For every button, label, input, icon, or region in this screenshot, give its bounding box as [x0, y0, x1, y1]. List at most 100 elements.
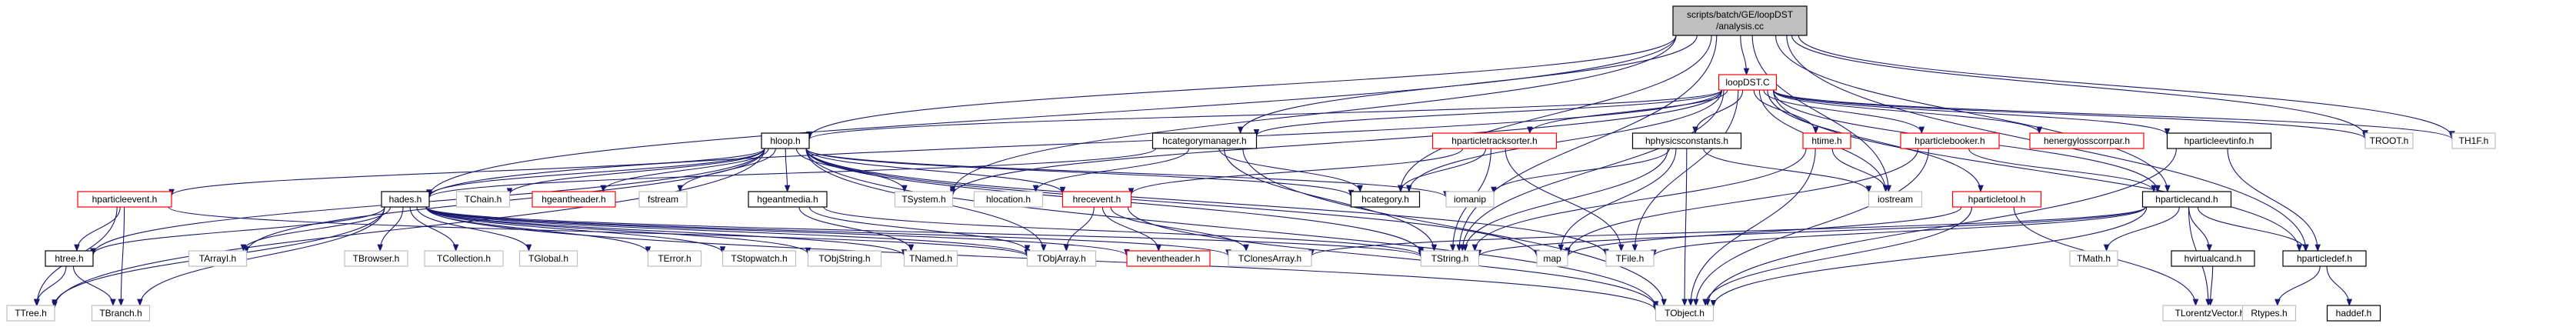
- node-tobject-h: TObject.h: [1655, 305, 1715, 322]
- edge-hades-h-to-tstopwatch-h: [425, 206, 726, 254]
- node-label: TROOT.h: [2370, 135, 2409, 146]
- edge-arrowhead: [1063, 244, 1070, 252]
- node-label: TFile.h: [1616, 253, 1645, 264]
- node-label: TStopwatch.h: [731, 253, 787, 264]
- node-label: map: [1543, 253, 1561, 264]
- node-hloop-h[interactable]: hloop.h: [761, 132, 810, 149]
- node-htree-h[interactable]: htree.h: [45, 250, 94, 267]
- node-hgeantheader-h[interactable]: hgeantheader.h: [532, 191, 616, 208]
- node-heventheader-h[interactable]: heventheader.h: [1126, 250, 1211, 267]
- node-hades-h[interactable]: hades.h: [381, 191, 430, 208]
- edge-hparticledef-h-to-haddef-h: [2326, 265, 2353, 307]
- edge-loopdst-c-to-th1f-h: [1772, 89, 2455, 141]
- node-box: [518, 250, 578, 267]
- node-hgeantmedia-h[interactable]: hgeantmedia.h: [748, 191, 828, 208]
- edge-line: [1130, 148, 1464, 195]
- edge-arrowhead: [1032, 185, 1039, 193]
- node-haddef-h[interactable]: haddef.h: [2326, 305, 2381, 322]
- edge-hparticletracksorter-h-to-tfile-h: [1505, 148, 1625, 252]
- edge-line: [1703, 148, 1870, 193]
- node-box: [721, 250, 797, 267]
- edge-arrowhead: [1491, 186, 1497, 195]
- edge-line: [1705, 206, 1973, 306]
- edge-arrowhead: [2274, 299, 2281, 307]
- node-tbranch-h: TBranch.h: [91, 305, 151, 322]
- node-troot-h: TROOT.h: [2364, 132, 2414, 149]
- edge-line: [1695, 148, 1929, 306]
- edge-hparticleevtinfo-h-to-hparticledef-h: [2227, 148, 2321, 252]
- edge-arrowhead: [1812, 126, 1819, 135]
- node-hphysicsconstants-h[interactable]: hphysicsconstants.h: [1631, 132, 1742, 149]
- node-analysis[interactable]: scripts/batch/GE/loopDST/analysis.cc: [1672, 5, 1808, 36]
- edge-arrowhead: [901, 185, 908, 193]
- node-hvirtualcand-h[interactable]: hvirtualcand.h: [2171, 250, 2255, 267]
- edge-line: [2227, 148, 2318, 252]
- node-label: hparticleevent.h: [92, 194, 158, 205]
- edge-line: [1763, 89, 1922, 134]
- edge-hrecevent-h-to-tobject-h: [1127, 206, 1659, 309]
- edge-line: [1242, 148, 1665, 306]
- edge-line: [72, 265, 114, 306]
- edge-arrowhead: [1702, 299, 1708, 307]
- node-hcategory-h[interactable]: hcategory.h: [1350, 191, 1421, 208]
- node-label: hloop.h: [770, 135, 800, 146]
- edge-line: [1255, 89, 1723, 136]
- node-hparticleevent-h[interactable]: hparticleevent.h: [77, 191, 172, 208]
- node-tobjarray-h: TObjArray.h: [1026, 250, 1097, 267]
- edge-hades-h-to-tcollection-h: [409, 206, 459, 252]
- edge-hphysicsconstants-h-to-iomanip: [1491, 148, 1670, 195]
- edge-arrowhead: [1681, 299, 1688, 307]
- node-hparticleevtinfo-h[interactable]: hparticleevtinfo.h: [2166, 132, 2272, 149]
- edge-line: [1505, 148, 1622, 252]
- edge-hloop-h-to-hrecevent-h: [805, 148, 1066, 195]
- node-label: Rtypes.h: [2251, 308, 2287, 319]
- edge-loopdst-c-to-hparticlebooker-h: [1763, 89, 1925, 135]
- edge-line: [425, 206, 1028, 256]
- node-loopdst-c[interactable]: loopDST.C: [1718, 74, 1778, 91]
- edge-arrowhead: [74, 244, 80, 252]
- node-label: htree.h: [55, 253, 83, 264]
- node-hparticletool-h[interactable]: hparticletool.h: [1951, 191, 2042, 208]
- node-label: TH1F.h: [2459, 135, 2489, 146]
- node-hparticlecand-h[interactable]: hparticlecand.h: [2141, 191, 2232, 208]
- node-hparticletracksorter-h[interactable]: hparticletracksorter.h: [1431, 132, 1558, 149]
- node-label: hparticleevtinfo.h: [2184, 135, 2254, 146]
- edge-line: [1690, 148, 1816, 306]
- node-htime-h[interactable]: htime.h: [1802, 132, 1851, 149]
- node-label: TNamed.h: [909, 253, 952, 264]
- edge-line: [1035, 148, 1190, 192]
- edge-arrowhead: [2164, 128, 2171, 136]
- node-henergylosscorrpar-h[interactable]: henergylosscorrpar.h: [2029, 132, 2144, 149]
- edge-arrowhead: [525, 244, 532, 252]
- node-terror-h: TError.h: [647, 250, 702, 267]
- node-box: [1350, 191, 1421, 208]
- edge-arrowhead: [719, 246, 726, 254]
- edge-hparticlecand-h-to-tobject-h: [1710, 206, 2148, 308]
- node-label: TGlobal.h: [528, 253, 568, 264]
- node-hcategorymanager-h[interactable]: hcategorymanager.h: [1151, 132, 1258, 149]
- edge-arrowhead: [1253, 128, 1260, 137]
- edge-loopdst-c-to-hparticletool-h: [1767, 89, 1984, 193]
- edge-line: [808, 206, 1028, 252]
- edge-line: [1400, 35, 1712, 192]
- edge-analysis-to-loopdst-c: [1740, 35, 1750, 76]
- node-ttree-h: TTree.h: [6, 305, 55, 322]
- node-label: fstream: [648, 194, 678, 205]
- edge-arrowhead: [1357, 185, 1363, 193]
- node-hparticledef-h[interactable]: hparticledef.h: [2282, 250, 2367, 267]
- node-tmath-h: TMath.h: [2069, 250, 2118, 267]
- edge-arrowhead: [1661, 299, 1667, 307]
- node-label: TString.h: [1431, 253, 1469, 264]
- edge-line: [1560, 148, 1677, 252]
- node-hparticlebooker-h[interactable]: hparticlebooker.h: [1900, 132, 2000, 149]
- node-box: [1631, 132, 1742, 149]
- node-box: [2282, 250, 2367, 267]
- edge-arrowhead: [33, 299, 40, 307]
- edge-hrecevent-h-to-heventheader-h: [1101, 206, 1161, 252]
- node-label: hlocation.h: [986, 194, 1031, 205]
- node-box: [45, 250, 94, 267]
- node-box: [424, 250, 504, 267]
- node-hrecevent-h[interactable]: hrecevent.h: [1061, 191, 1132, 208]
- node-layer: scripts/batch/GE/loopDST/analysis.cc loop…: [6, 5, 2496, 322]
- node-label: hparticletracksorter.h: [1451, 135, 1537, 146]
